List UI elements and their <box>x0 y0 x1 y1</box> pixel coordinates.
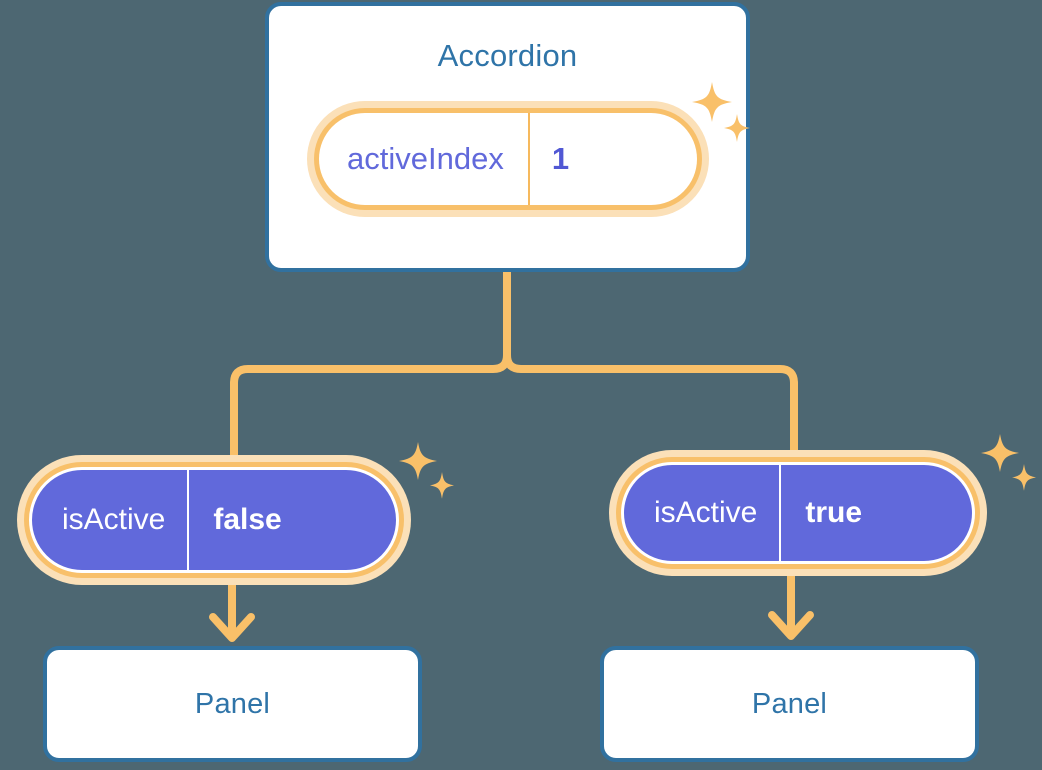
sparkle-small-icon <box>1012 464 1036 491</box>
page-title: Accordion <box>437 38 578 73</box>
panel-title: Panel <box>194 687 271 720</box>
pill-body: isActive false <box>29 467 399 573</box>
panel-card-left[interactable]: Panel <box>43 646 422 762</box>
sparkle-small-icon <box>430 472 454 499</box>
state-key-label: isActive <box>62 503 166 536</box>
arrow-down-icon-right <box>768 572 814 640</box>
sparkle-group-right <box>978 432 1042 504</box>
state-key-label: isActive <box>654 496 758 529</box>
state-value-label: true <box>779 465 894 561</box>
state-key-label: activeIndex <box>347 141 504 176</box>
state-value-label: 1 <box>527 113 599 205</box>
sparkle-large-icon <box>981 434 1019 472</box>
pill-body: activeIndex 1 <box>319 113 697 205</box>
panel-title: Panel <box>751 687 828 720</box>
state-pill-active-index[interactable]: activeIndex 1 <box>307 101 709 217</box>
pill-ring: isActive true <box>616 457 980 569</box>
pill-ring: activeIndex 1 <box>314 108 702 210</box>
arrow-down-icon-left <box>209 579 255 642</box>
pill-ring: isActive false <box>24 462 404 578</box>
panel-card-right[interactable]: Panel <box>600 646 979 762</box>
state-value-label: false <box>187 470 313 570</box>
sparkle-large-icon <box>399 442 437 480</box>
pill-body: isActive true <box>621 462 975 564</box>
state-pill-is-active-true[interactable]: isActive true <box>609 450 987 576</box>
state-pill-is-active-false[interactable]: isActive false <box>17 455 411 585</box>
